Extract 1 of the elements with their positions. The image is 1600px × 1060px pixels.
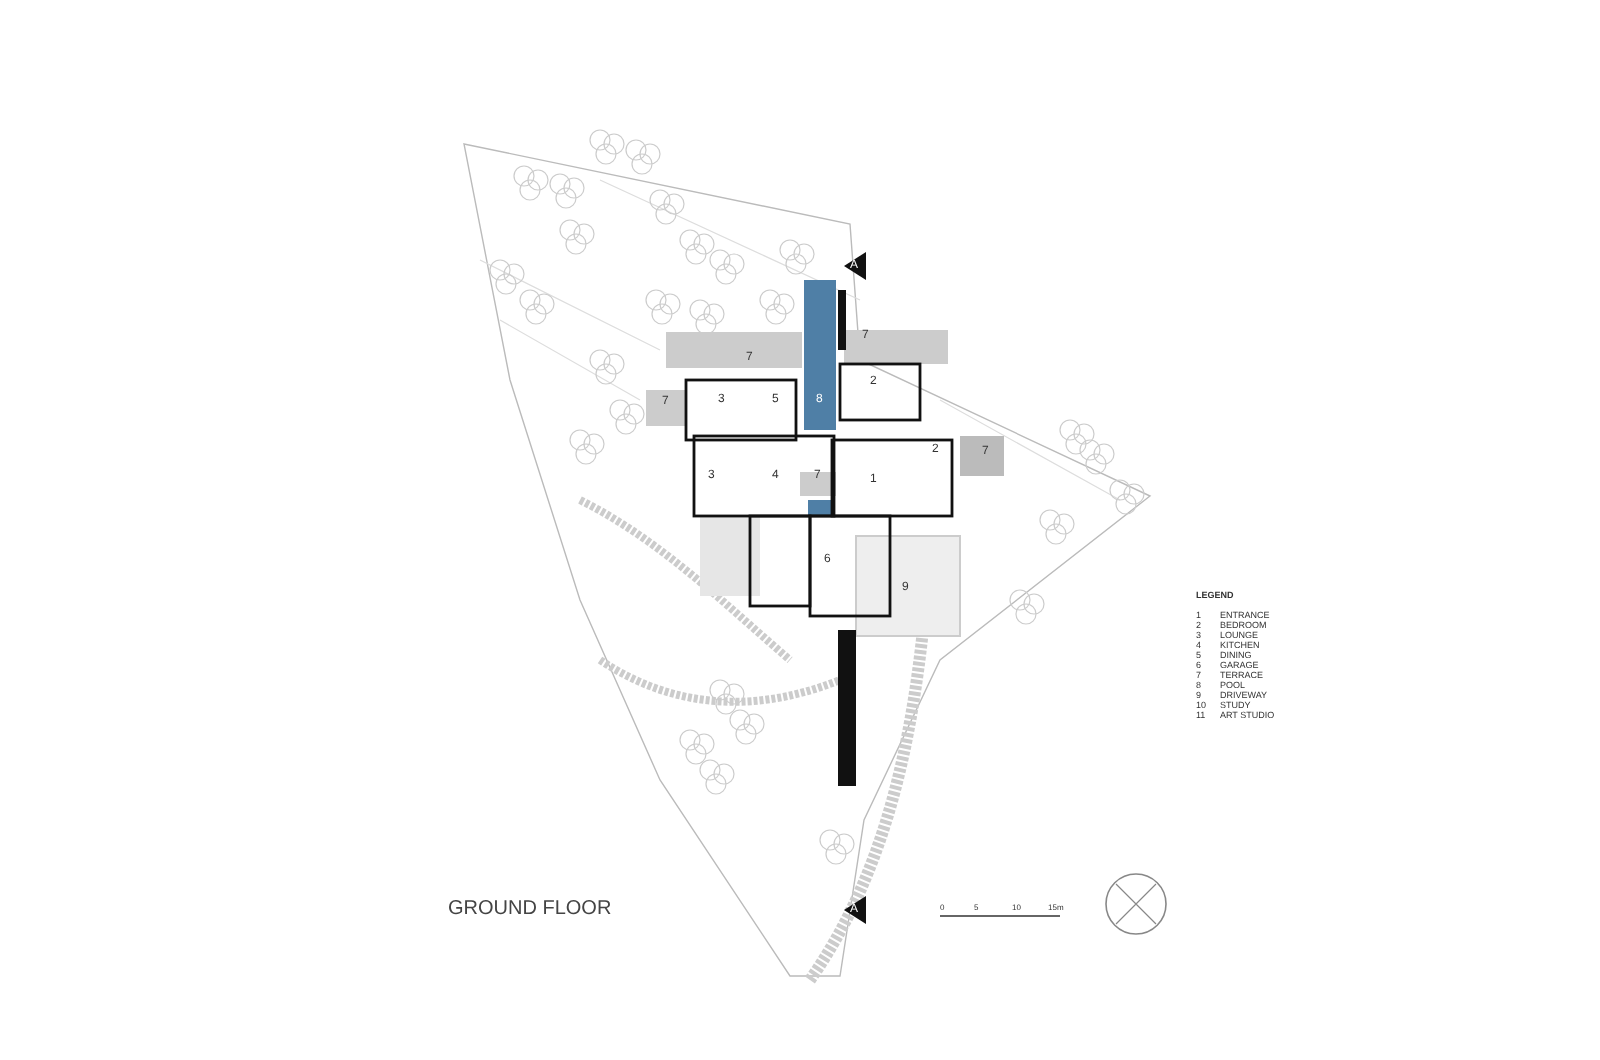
- drawing-title: GROUND FLOOR: [448, 900, 612, 920]
